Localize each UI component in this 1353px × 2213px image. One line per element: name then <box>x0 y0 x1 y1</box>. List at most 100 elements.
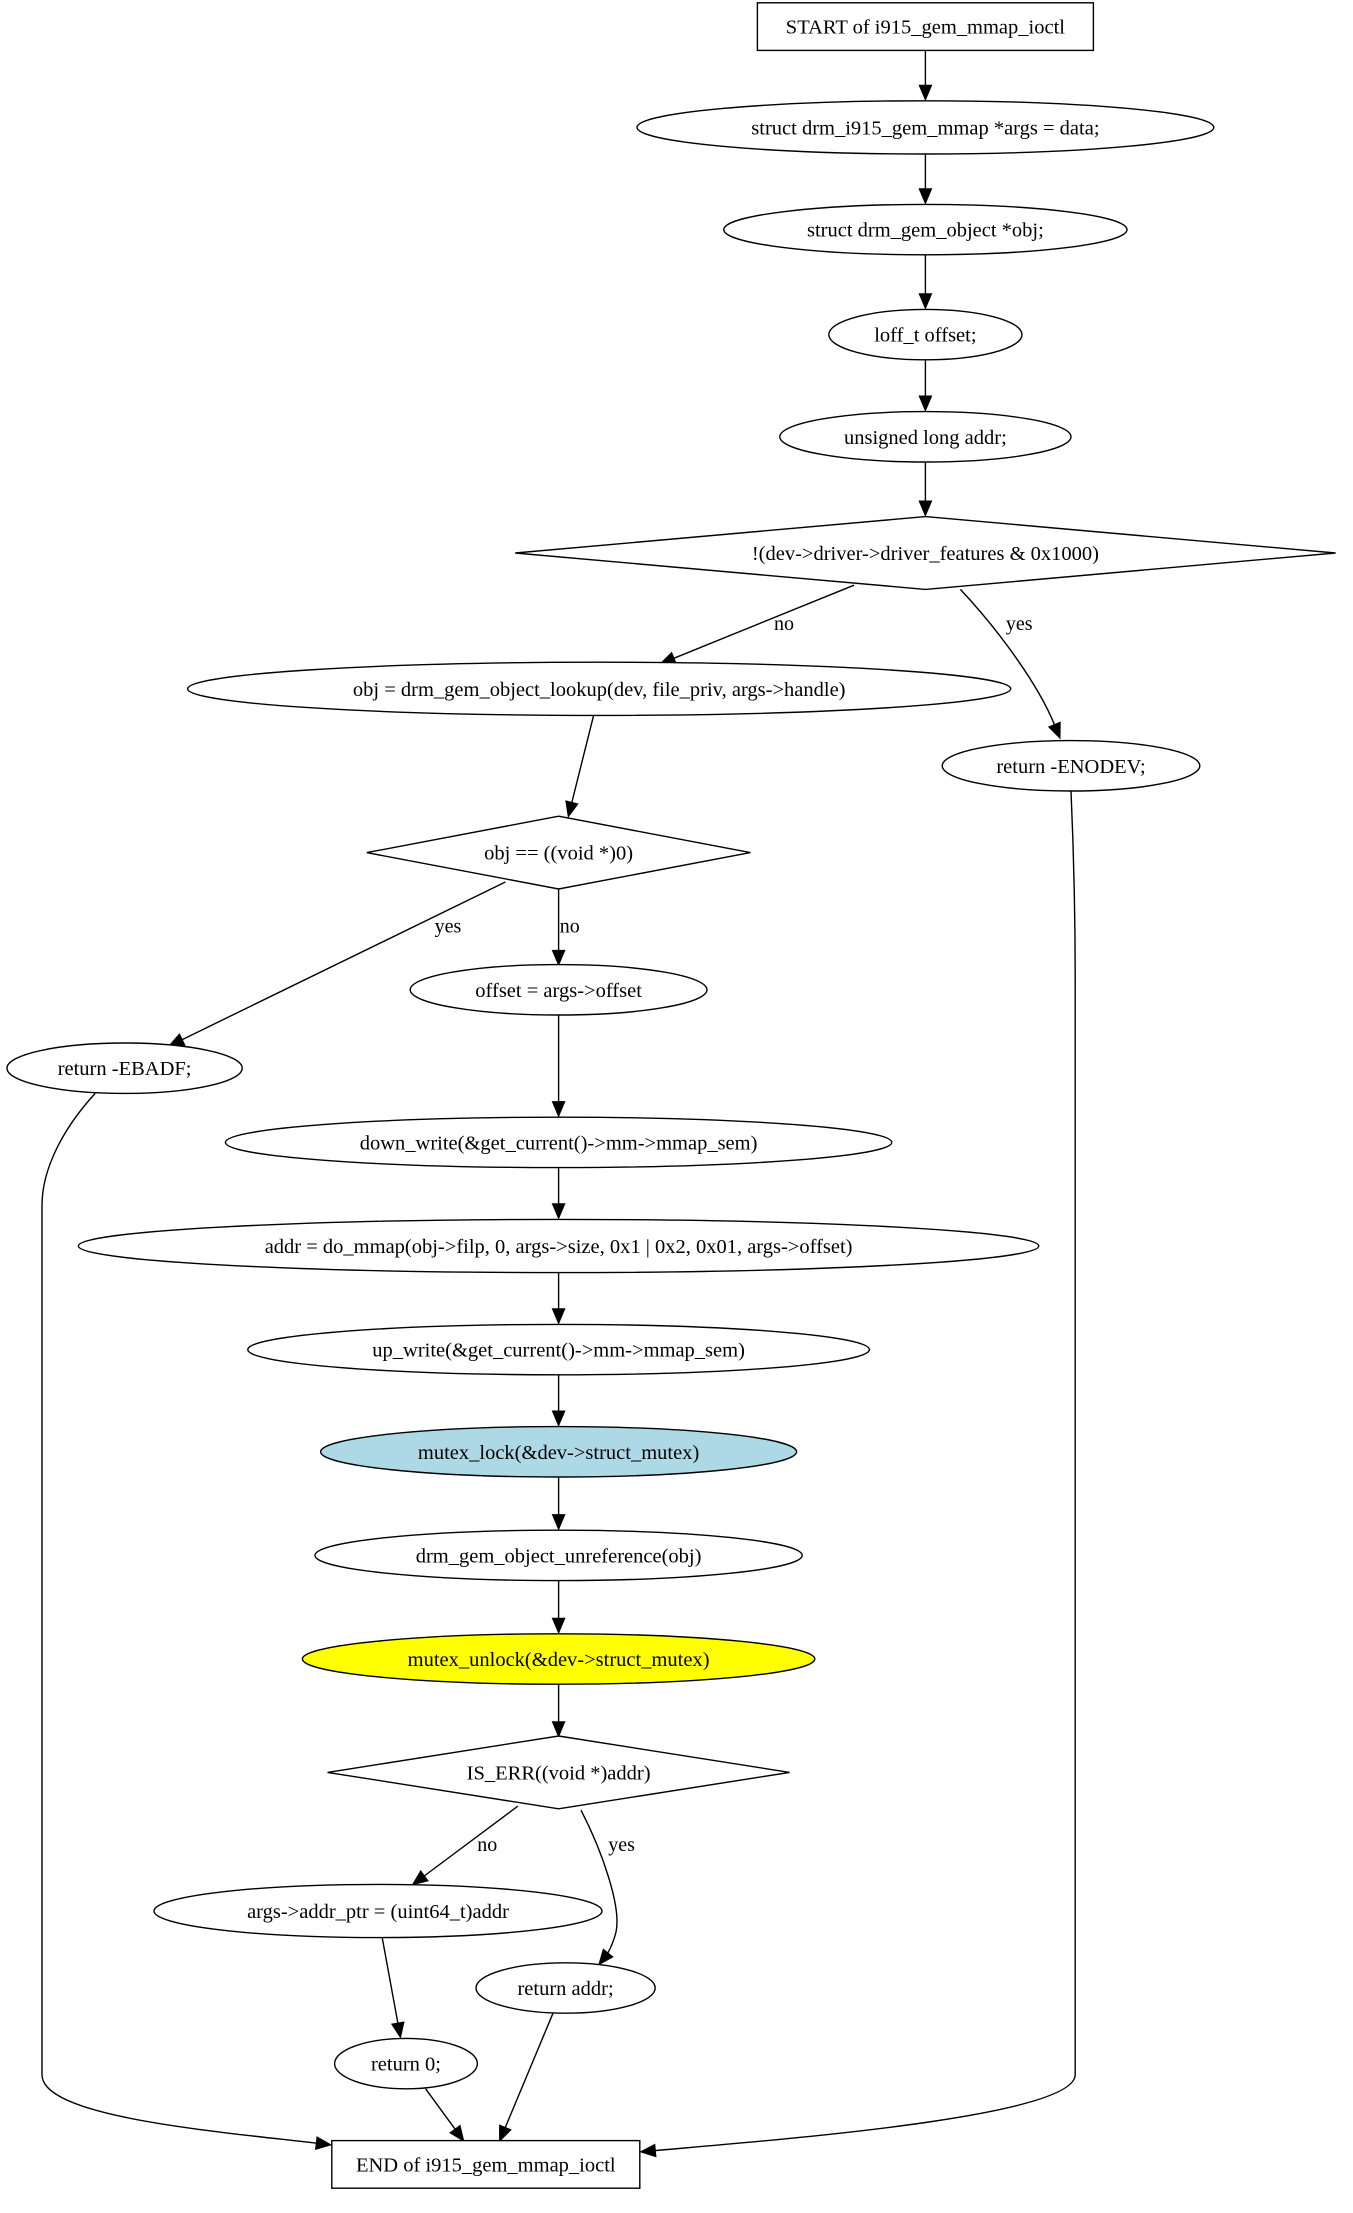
node-decl-obj: struct drm_gem_object *obj; <box>723 203 1128 256</box>
arrowhead <box>565 800 579 818</box>
node-label: return -ENODEV; <box>996 756 1145 778</box>
node-label: return 0; <box>371 2054 441 2076</box>
edge-decl_args-to-decl_obj <box>918 154 933 205</box>
arrowhead <box>499 2124 512 2143</box>
box-shape <box>331 2139 641 2189</box>
ellipse-shape <box>828 308 1023 361</box>
ellipse-shape <box>475 1962 656 2014</box>
node-decl-offset: loff_t offset; <box>828 308 1023 361</box>
ellipse-shape <box>186 661 1012 717</box>
edge-cond_features-to-ret_enodev: yes <box>959 588 1061 740</box>
node-ret-zero: return 0; <box>333 2037 479 2090</box>
node-set-offset: offset = args->offset <box>409 963 708 1016</box>
node-label: IS_ERR((void *)addr) <box>467 1762 651 1784</box>
ellipse-shape <box>314 1529 803 1582</box>
edge-ret_enodev-to-end <box>639 790 1076 2158</box>
edge-set_offset-to-down_write <box>551 1015 566 1118</box>
node-cond-null: obj == ((void *)0) <box>366 815 751 890</box>
node-label: obj == ((void *)0) <box>484 843 633 865</box>
edge-decl_addr-to-cond_features <box>918 462 933 518</box>
node-label: up_write(&get_current()->mm->mmap_sem) <box>372 1340 745 1362</box>
node-label: mutex_unlock(&dev->struct_mutex) <box>408 1649 710 1671</box>
edge-set_addr_ptr-to-ret_zero <box>381 1937 405 2039</box>
ellipse-shape <box>224 1116 893 1169</box>
arrowhead <box>918 293 933 310</box>
node-ret-ebadf: return -EBADF; <box>6 1042 243 1095</box>
node-down-write: down_write(&get_current()->mm->mmap_sem) <box>224 1116 893 1169</box>
ellipse-shape <box>409 963 708 1016</box>
diamond-shape <box>366 815 751 890</box>
arrowhead <box>449 2124 465 2143</box>
node-label: drm_gem_object_unreference(obj) <box>416 1545 702 1567</box>
edge-label-yes: yes <box>1006 613 1033 635</box>
arrowhead <box>390 2021 405 2039</box>
arrowhead <box>551 1203 566 1220</box>
arrowhead <box>551 1410 566 1428</box>
ellipse-shape <box>77 1218 1040 1274</box>
edge-label-no: no <box>560 915 580 937</box>
edge-start-to-decl_args <box>918 50 933 102</box>
arrowhead <box>551 949 566 967</box>
node-end: END of i915_gem_mmap_ioctl <box>331 2139 641 2189</box>
edge-label-yes: yes <box>608 1834 635 1856</box>
edge-line <box>673 584 855 659</box>
arrowhead <box>551 1101 566 1118</box>
arrowhead <box>1047 721 1061 740</box>
ellipse-shape <box>153 1883 603 1939</box>
node-decl-args: struct drm_i915_gem_mmap *args = data; <box>636 100 1215 155</box>
edge-line <box>504 2012 554 2128</box>
edge-cond_iserr-to-ret_addr: yes <box>580 1809 635 1966</box>
arrowhead <box>918 188 933 205</box>
node-mutex-lock: mutex_lock(&dev->struct_mutex) <box>319 1425 798 1478</box>
arrowhead <box>918 395 933 413</box>
node-unreference: drm_gem_object_unreference(obj) <box>314 1529 803 1582</box>
ellipse-shape <box>6 1042 243 1095</box>
edge-line <box>181 881 506 1041</box>
edge-mutex_lock-to-unreference <box>551 1477 566 1531</box>
edge-ret_zero-to-end <box>425 2088 465 2143</box>
diamond-shape <box>327 1735 790 1810</box>
edge-line <box>425 2088 456 2130</box>
arrowhead <box>411 1870 429 1886</box>
node-label: args->addr_ptr = (uint64_t)addr <box>247 1901 509 1923</box>
edge-ret_addr-to-end <box>499 2012 554 2143</box>
ellipse-shape <box>636 100 1215 155</box>
node-label: return addr; <box>517 1978 613 2000</box>
edge-label-no: no <box>774 613 794 635</box>
edge-line <box>959 588 1056 726</box>
edge-cond_null-to-set_offset: no <box>551 889 580 967</box>
node-label: unsigned long addr; <box>844 427 1007 449</box>
edge-line <box>655 790 1076 2152</box>
node-set-addr-ptr: args->addr_ptr = (uint64_t)addr <box>153 1883 603 1939</box>
node-label: struct drm_i915_gem_mmap *args = data; <box>751 117 1099 139</box>
node-mutex-unlock: mutex_unlock(&dev->struct_mutex) <box>301 1633 816 1685</box>
edge-label-no: no <box>477 1834 497 1856</box>
arrowhead <box>639 2143 657 2158</box>
node-start: START of i915_gem_mmap_ioctl <box>756 2 1095 52</box>
ellipse-shape <box>319 1425 798 1478</box>
edge-line <box>423 1805 519 1877</box>
node-label: mutex_lock(&dev->struct_mutex) <box>418 1442 699 1464</box>
arrowhead <box>598 1948 614 1966</box>
ellipse-shape <box>941 739 1201 792</box>
node-label: START of i915_gem_mmap_ioctl <box>786 17 1065 39</box>
ellipse-shape <box>333 2037 479 2090</box>
arrowhead <box>551 1617 566 1635</box>
arrowhead <box>918 500 933 518</box>
ellipse-shape <box>779 410 1072 463</box>
edge-line <box>381 1937 399 2024</box>
arrowhead <box>551 1514 566 1531</box>
node-label: END of i915_gem_mmap_ioctl <box>356 2154 616 2176</box>
edge-ret_ebadf-to-end <box>41 1092 333 2150</box>
edge-lookup-to-cond_null <box>565 715 595 818</box>
node-up-write: up_write(&get_current()->mm->mmap_sem) <box>247 1323 871 1376</box>
ellipse-shape <box>247 1323 871 1376</box>
node-cond-features: !(dev->driver->driver_features & 0x1000) <box>515 515 1336 591</box>
edge-cond_iserr-to-set_addr_ptr: no <box>411 1805 519 1886</box>
edge-up_write-to-mutex_lock <box>551 1374 566 1428</box>
node-ret-addr: return addr; <box>475 1962 656 2014</box>
